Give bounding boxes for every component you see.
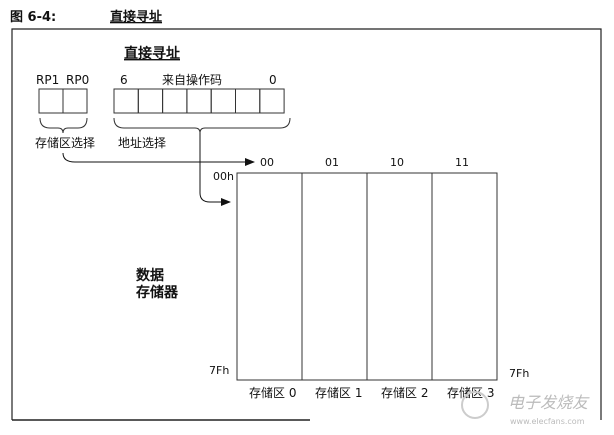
opcode-high-bit: 6: [120, 73, 128, 87]
rp0-label: RP0: [66, 73, 89, 87]
rp1-bit-box: [38, 88, 64, 114]
rp0-bit-box: [62, 88, 88, 114]
end-address-left: 7Fh: [209, 364, 229, 377]
opcode-bit-boxes: [113, 88, 285, 114]
opcode-bit-box: [235, 88, 261, 114]
figure-title: 直接寻址: [110, 9, 162, 25]
opcode-label: 来自操作码: [162, 72, 222, 87]
bank-label: 存储区 1: [315, 385, 362, 400]
bank-select-brace: [39, 117, 88, 134]
figure-frame: [11, 28, 602, 420]
bank-label: 存储区 2: [381, 385, 428, 400]
opcode-low-bit: 0: [269, 73, 277, 87]
address-select-label: 地址选择: [118, 136, 166, 150]
address-select-brace: [113, 117, 291, 134]
rp1-label: RP1: [36, 73, 59, 87]
bank-label: 存储区 0: [249, 385, 296, 400]
figure-label: 图 6-4:: [10, 10, 56, 25]
bank-code-label: 11: [455, 156, 469, 169]
memory-label-line1: 数据: [136, 267, 164, 284]
bank-select-arrow: [62, 152, 255, 166]
watermark-logo-icon: [461, 391, 489, 419]
opcode-bit-box: [113, 88, 139, 114]
watermark-url: www.elecfans.com: [510, 417, 585, 426]
memory-label-line2: 存储器: [136, 284, 179, 301]
opcode-bit-box: [186, 88, 212, 114]
bank-codes: 00 01 10 11: [260, 156, 469, 169]
bank-select-label: 存储区选择: [35, 135, 95, 150]
bank-code-label: 10: [390, 156, 404, 169]
opcode-bit-box: [137, 88, 164, 114]
bank-dividers: [301, 173, 433, 380]
diagram-title: 直接寻址: [124, 45, 180, 62]
bank-code-label: 00: [260, 156, 274, 169]
start-address: 00h: [213, 170, 234, 183]
end-address-right: 7Fh: [509, 367, 529, 380]
opcode-bit-box: [162, 88, 188, 114]
opcode-bit-box: [210, 88, 236, 114]
watermark-name: 电子发烧友: [508, 393, 590, 412]
opcode-bit-box: [259, 88, 285, 114]
bank-code-label: 01: [325, 156, 339, 169]
address-select-arrow: [199, 133, 231, 206]
